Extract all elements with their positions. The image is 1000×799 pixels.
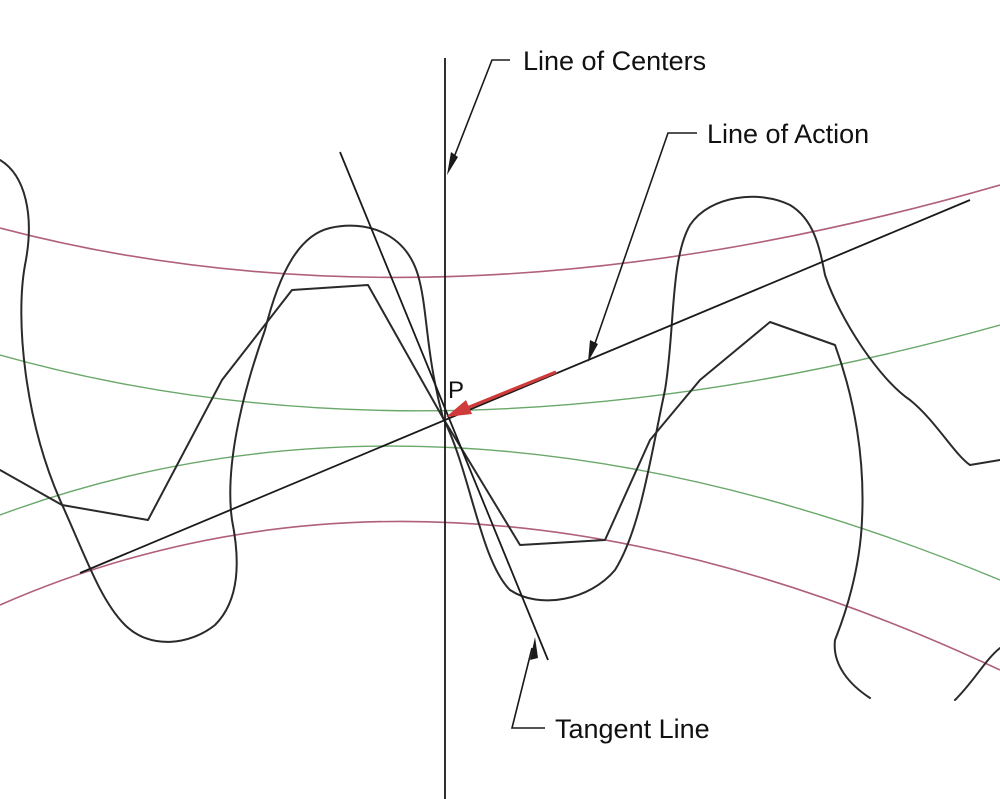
line-of-centers-leader [450, 59, 510, 166]
line-of-action-arrowhead [588, 340, 598, 362]
force-arrow-head [446, 400, 472, 417]
line-of-centers-label: Line of Centers [523, 46, 706, 76]
right-gear-inner-tooth [442, 321, 871, 699]
force-arrow [461, 370, 557, 412]
left-gear-tooth-outline [0, 159, 444, 643]
left-gear-inner-tooth [0, 284, 444, 521]
right-gear-tooth-outline [442, 195, 1000, 602]
lower-gear-pitch-circle [0, 445, 1000, 581]
upper-addendum-circle [0, 184, 1000, 279]
line-of-centers-arrowhead [447, 152, 458, 175]
line-of-action-label: Line of Action [707, 119, 869, 149]
right-edge-tooth-fragment [954, 647, 1000, 701]
tangent-line-leader [510, 647, 545, 729]
pitch-point-label: P [448, 377, 464, 404]
line-of-action [79, 199, 971, 574]
tangent-line-arrowhead [530, 637, 538, 660]
lower-addendum-circle [0, 520, 1000, 671]
line-of-action-leader [591, 132, 697, 353]
tangent-line [339, 151, 549, 661]
tangent-line-label: Tangent Line [555, 714, 710, 744]
upper-gear-pitch-circle [0, 324, 1000, 412]
